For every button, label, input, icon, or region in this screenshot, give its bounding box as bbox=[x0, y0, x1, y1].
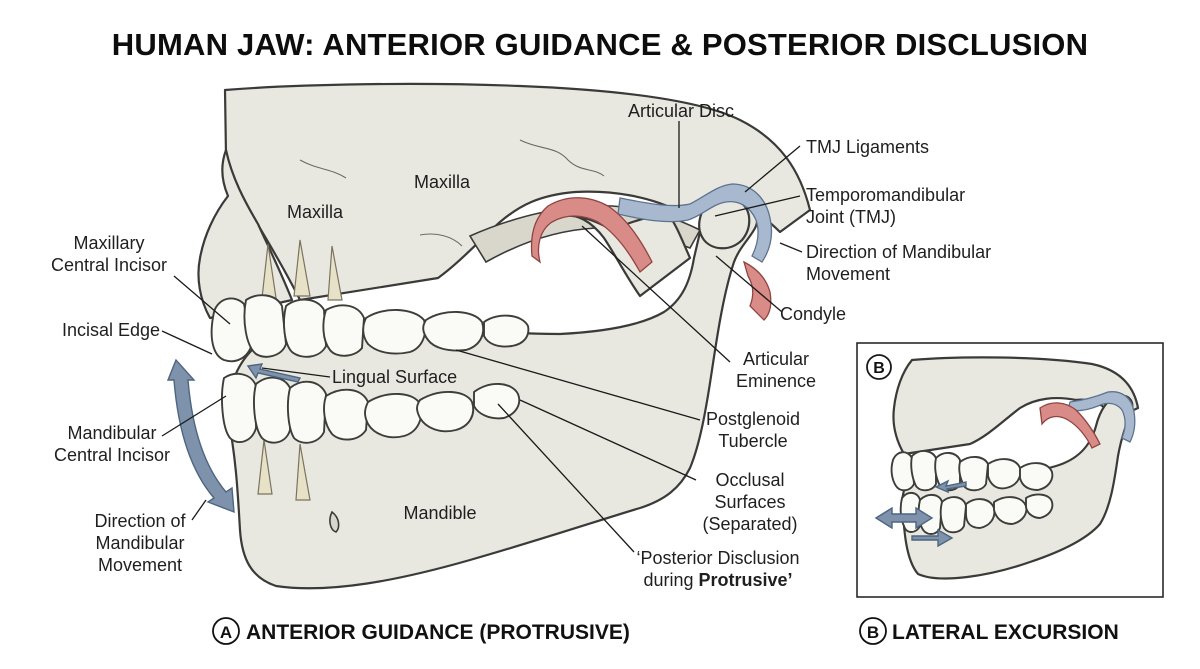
label-mand-central-line1: Mandibular bbox=[67, 423, 156, 443]
main-labels: Articular Disc TMJ Ligaments Temporomand… bbox=[51, 101, 991, 590]
label-posterior-disclusion-line2: during Protrusive’ bbox=[643, 570, 792, 590]
label-condyle: Condyle bbox=[780, 304, 846, 324]
inset-badge-letter: B bbox=[873, 360, 885, 377]
tmj-ligament-band bbox=[617, 183, 773, 263]
caption-a-badge bbox=[212, 617, 240, 645]
label-tmj-line1: Temporomandibular bbox=[806, 185, 965, 205]
caption-b-badge bbox=[859, 617, 887, 645]
label-mandible: Mandible bbox=[403, 503, 476, 523]
label-tmj-ligaments: TMJ Ligaments bbox=[806, 137, 929, 157]
inset-tmj-ligament bbox=[1067, 391, 1136, 443]
caption-a-text: ANTERIOR GUIDANCE (PROTRUSIVE) bbox=[246, 621, 630, 644]
page-title: HUMAN JAW: ANTERIOR GUIDANCE & POSTERIOR… bbox=[112, 27, 1088, 62]
mental-foramen bbox=[329, 510, 340, 533]
leader-lines bbox=[161, 121, 803, 553]
label-direction-left-line1: Direction of bbox=[94, 511, 186, 531]
inset-lateral-arrow bbox=[874, 506, 934, 530]
label-mand-central-line2: Central Incisor bbox=[54, 445, 170, 465]
label-articular-eminence-line2: Eminence bbox=[736, 371, 816, 391]
label-incisal-edge: Incisal Edge bbox=[62, 320, 160, 340]
maxillary-central-incisor bbox=[210, 297, 253, 363]
label-maxilla-left: Maxilla bbox=[287, 202, 344, 222]
label-direction-right-line1: Direction of Mandibular bbox=[806, 242, 991, 262]
label-max-central-line1: Maxillary bbox=[73, 233, 144, 253]
label-maxilla-upper: Maxilla bbox=[414, 172, 471, 192]
lateral-pterygoid-muscle bbox=[530, 197, 653, 274]
label-tmj-line2: Joint (TMJ) bbox=[806, 207, 896, 227]
main-skull-illustration bbox=[166, 82, 812, 590]
mandibular-central-incisor bbox=[221, 372, 257, 443]
label-posterior-disclusion-prefix: during bbox=[643, 570, 698, 590]
label-direction-right-line2: Movement bbox=[806, 264, 890, 284]
suture-line bbox=[299, 159, 347, 179]
label-max-central-line2: Central Incisor bbox=[51, 255, 167, 275]
label-articular-eminence-line1: Articular bbox=[743, 349, 809, 369]
inset-badge bbox=[866, 354, 892, 380]
label-occlusal-line3: (Separated) bbox=[702, 514, 797, 534]
label-direction-left-line3: Movement bbox=[98, 555, 182, 575]
inset-cranium bbox=[892, 356, 1140, 456]
inset-small-arrow bbox=[934, 479, 967, 494]
lingual-arrow bbox=[246, 363, 302, 383]
caption-a-badge-letter: A bbox=[220, 623, 232, 642]
inset-upper-teeth bbox=[890, 450, 1054, 492]
caption-a: A ANTERIOR GUIDANCE (PROTRUSIVE) bbox=[212, 617, 630, 645]
label-articular-disc: Articular Disc bbox=[628, 101, 734, 121]
label-postglenoid-line1: Postglenoid bbox=[706, 409, 800, 429]
label-occlusal-line1: Occlusal bbox=[715, 470, 784, 490]
mandibular-movement-arrow bbox=[166, 358, 235, 514]
inset-forward-arrow bbox=[911, 528, 954, 548]
caption-b-text: LATERAL EXCURSION bbox=[892, 621, 1119, 644]
caption-b-badge-letter: B bbox=[867, 623, 879, 642]
label-lingual-surface: Lingual Surface bbox=[332, 367, 457, 387]
suture-line bbox=[519, 139, 605, 177]
label-postglenoid-line2: Tubercle bbox=[718, 431, 787, 451]
caption-b: B LATERAL EXCURSION bbox=[859, 617, 1119, 645]
inset-panel-b: B bbox=[856, 342, 1164, 598]
lower-teeth bbox=[221, 372, 521, 501]
label-direction-left-line2: Mandibular bbox=[95, 533, 184, 553]
inset-muscle bbox=[1039, 402, 1101, 449]
label-occlusal-line2: Surfaces bbox=[714, 492, 785, 512]
label-posterior-disclusion-line1: ‘Posterior Disclusion bbox=[636, 548, 799, 568]
upper-teeth bbox=[210, 239, 530, 363]
label-posterior-disclusion-bold: Protrusive’ bbox=[699, 570, 793, 590]
suture-line bbox=[419, 233, 463, 247]
